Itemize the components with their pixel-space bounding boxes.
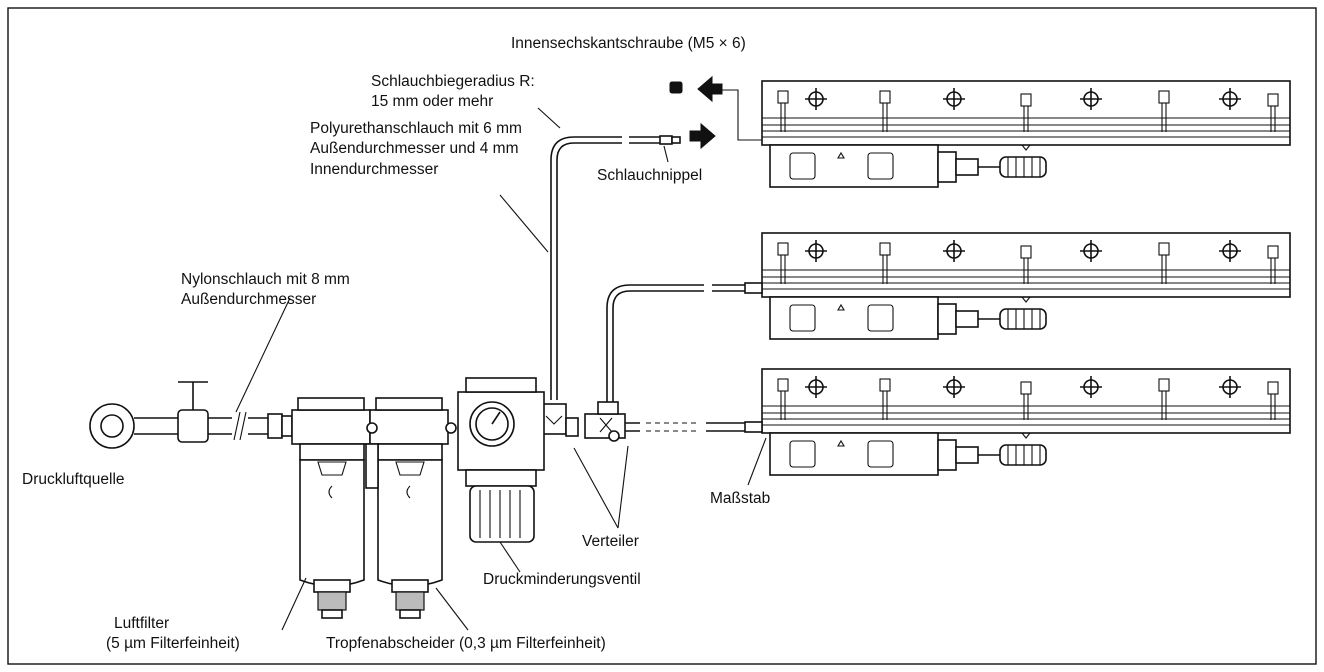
ionizer-bar-3	[761, 368, 1291, 476]
label-screw: Innensechskantschraube (M5 × 6)	[511, 35, 746, 52]
arrow-right-icon	[689, 122, 716, 150]
label-bend-radius-1: Schlauchbiegeradius R:	[371, 73, 535, 90]
filter-unit	[291, 397, 457, 619]
label-pu-hose-1: Polyurethanschlauch mit 6 mm	[310, 120, 522, 137]
label-source: Druckluftquelle	[22, 471, 125, 488]
screw-icon	[669, 81, 683, 94]
label-nylon-1: Nylonschlauch mit 8 mm	[181, 271, 350, 288]
arrow-left-icon	[697, 75, 723, 103]
hose-top	[550, 136, 622, 400]
label-regulator: Druckminderungsventil	[483, 571, 641, 588]
manifold-1	[541, 403, 579, 437]
label-manifold: Verteiler	[582, 533, 639, 550]
ionizer-bar-2	[761, 232, 1291, 340]
label-nipple: Schlauchnippel	[597, 167, 702, 184]
ionizer-bar-1	[761, 80, 1291, 188]
manifold-2	[584, 401, 626, 442]
shutoff-valve	[177, 381, 209, 443]
hose-bottom	[625, 422, 640, 432]
pressure-regulator	[457, 377, 545, 543]
label-pu-hose-3: Innendurchmesser	[310, 161, 438, 178]
label-nylon-2: Außendurchmesser	[181, 291, 316, 308]
air-source	[89, 403, 135, 449]
label-filter-2: (5 µm Filterfeinheit)	[106, 635, 240, 652]
label-scale: Maßstab	[710, 490, 770, 507]
label-pu-hose-2: Außendurchmesser und 4 mm	[310, 140, 518, 157]
label-bend-radius-2: 15 mm oder mehr	[371, 93, 493, 110]
leader-lines	[235, 107, 767, 631]
label-filter-1: Luftfilter	[114, 615, 169, 632]
label-mist: Tropfenabscheider (0,3 µm Filterfeinheit…	[326, 635, 606, 652]
diagram-frame	[7, 7, 1317, 665]
hose-middle	[606, 284, 704, 405]
